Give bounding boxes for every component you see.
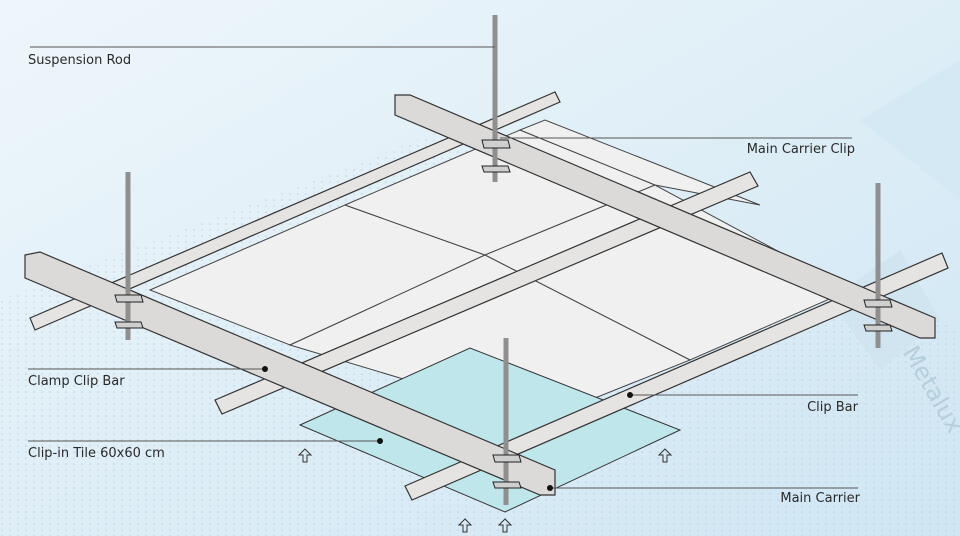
- leader-dots: [262, 366, 633, 491]
- leader-lines: [28, 46, 858, 489]
- carrier-clips: [114, 139, 893, 489]
- label-clip-in-tile: Clip-in Tile 60x60 cm: [28, 446, 165, 461]
- label-main-carrier-clip: Main Carrier Clip: [746, 142, 855, 157]
- ceiling-panels: [148, 119, 852, 421]
- decor-shape: [860, 60, 960, 200]
- clip-bars: [29, 91, 949, 501]
- label-clamp-clip-bar: Clamp Clip Bar: [28, 374, 125, 389]
- suspension-rods: [125, 15, 881, 505]
- up-arrow-icons: [297, 448, 673, 533]
- label-main-carrier: Main Carrier: [780, 491, 860, 506]
- label-clip-bar: Clip Bar: [807, 400, 858, 415]
- label-suspension-rod: Suspension Rod: [28, 53, 132, 68]
- main-carriers: [24, 94, 936, 496]
